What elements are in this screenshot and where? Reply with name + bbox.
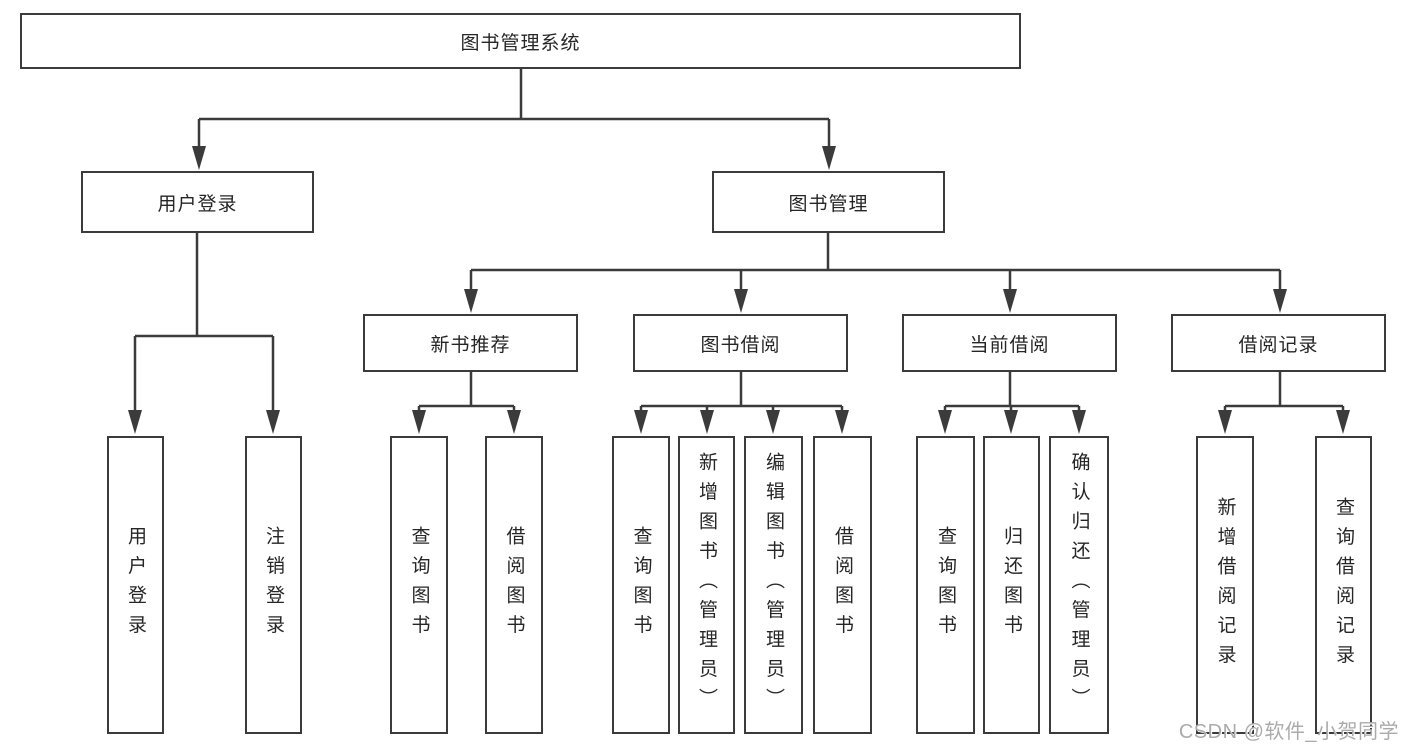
connector-lines: [133, 69, 1345, 414]
leaf-label: 归还图书: [1001, 526, 1022, 644]
leaf-return-book: 归还图书: [983, 436, 1040, 734]
leaf-label: 新增借阅记录: [1214, 496, 1236, 674]
watermark: CSDN @软件_小贺同学: [1178, 721, 1399, 743]
leaf-confirm-return-admin: 确认归还（管理员）: [1049, 436, 1109, 734]
arrow-down-icon: [938, 410, 952, 434]
node-user-login-label: 用户登录: [157, 193, 238, 215]
leaf-label: 新增图书（管理员）: [696, 452, 717, 718]
leaf-label: 注销登录: [263, 526, 284, 644]
leaf-query-books-borrow: 查询图书: [612, 436, 670, 734]
node-root-label: 图书管理系统: [460, 32, 581, 54]
node-root: 图书管理系统: [20, 13, 1021, 69]
connector-borrow-records-to-leaves: [1223, 372, 1345, 414]
node-book-mgmt: 图书管理: [712, 171, 945, 233]
node-borrow-records-label: 借阅记录: [1238, 334, 1319, 356]
arrow-down-icon: [734, 289, 748, 313]
node-borrow-records: 借阅记录: [1171, 314, 1386, 372]
leaf-label: 查询图书: [935, 526, 956, 644]
leaf-query-books-current: 查询图书: [916, 436, 975, 734]
connector-book-mgmt-to-level3: [469, 233, 1282, 292]
arrow-down-icon: [700, 410, 714, 434]
arrowheads: [128, 146, 1350, 434]
arrow-down-icon: [1003, 289, 1017, 313]
arrow-down-icon: [634, 410, 648, 434]
leaf-add-book-admin: 新增图书（管理员）: [678, 436, 735, 734]
leaf-label: 查询图书: [630, 526, 652, 644]
arrow-down-icon: [1072, 410, 1086, 434]
connector-new-book-rec-to-leaves: [417, 372, 516, 414]
leaf-borrow-books: 借阅图书: [813, 436, 872, 734]
arrow-down-icon: [507, 410, 521, 434]
leaf-borrow-books-rec: 借阅图书: [485, 436, 543, 734]
node-current-borrow-label: 当前借阅: [969, 334, 1050, 356]
arrow-down-icon: [766, 410, 780, 434]
node-book-borrow-label: 图书借阅: [700, 334, 781, 356]
leaf-label: 确认归还（管理员）: [1068, 452, 1090, 718]
node-book-mgmt-label: 图书管理: [788, 193, 869, 215]
node-new-book-rec-label: 新书推荐: [430, 334, 511, 356]
arrow-down-icon: [128, 410, 142, 434]
arrow-down-icon: [822, 146, 836, 170]
leaf-logout: 注销登录: [245, 436, 302, 734]
connector-root-to-level2: [197, 69, 831, 150]
leaf-edit-book-admin: 编辑图书（管理员）: [744, 436, 803, 734]
arrow-down-icon: [412, 410, 426, 434]
leaf-label: 借阅图书: [832, 526, 853, 644]
node-book-borrow: 图书借阅: [633, 314, 848, 372]
arrow-down-icon: [1336, 410, 1350, 434]
leaf-label: 用户登录: [125, 526, 146, 644]
leaf-user-login: 用户登录: [107, 436, 164, 734]
leaf-label: 借阅图书: [503, 526, 525, 644]
connector-book-borrow-to-leaves: [639, 372, 844, 414]
arrow-down-icon: [1273, 289, 1287, 313]
connector-current-borrow-to-leaves: [943, 372, 1081, 414]
node-current-borrow: 当前借阅: [902, 314, 1117, 372]
arrow-down-icon: [192, 146, 206, 170]
arrow-down-icon: [835, 410, 849, 434]
node-user-login: 用户登录: [81, 171, 314, 233]
arrow-down-icon: [266, 410, 280, 434]
leaf-add-borrow-record: 新增借阅记录: [1196, 436, 1254, 734]
leaf-label: 查询图书: [408, 526, 430, 644]
node-new-book-rec: 新书推荐: [363, 314, 578, 372]
connector-user-login-to-leaves: [133, 233, 275, 414]
leaf-label: 查询借阅记录: [1333, 496, 1354, 674]
leaf-query-borrow-record: 查询借阅记录: [1315, 436, 1372, 734]
leaf-label: 编辑图书（管理员）: [763, 452, 784, 718]
arrow-down-icon: [1218, 410, 1232, 434]
arrow-down-icon: [464, 289, 478, 313]
leaf-query-books-rec: 查询图书: [390, 436, 448, 734]
arrow-down-icon: [1004, 410, 1018, 434]
